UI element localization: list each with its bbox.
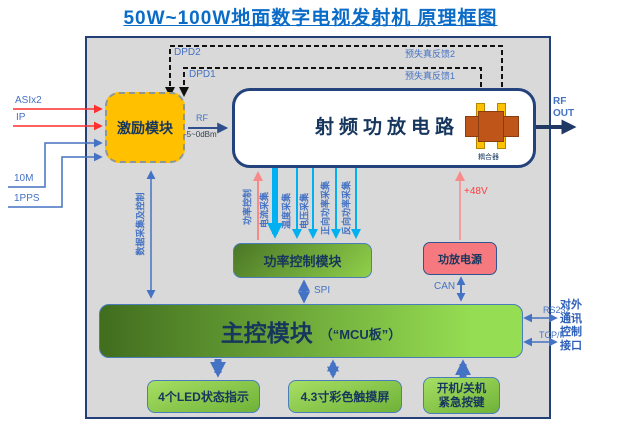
exciter-module-box: 激励模块 <box>105 92 185 163</box>
pa-power-supply-label: 功放电源 <box>438 253 482 266</box>
dpd1-label: DPD1 <box>189 69 216 80</box>
dpd2-label: DPD2 <box>174 47 201 58</box>
rf-out-label: RF OUT <box>553 96 574 120</box>
10m-label: 10M <box>14 173 34 184</box>
led-status-label: 4个LED状态指示 <box>158 389 249 404</box>
temperature-sample-label: 温度采集 <box>281 192 292 230</box>
ip-label: IP <box>16 112 26 123</box>
power-key-line2: 紧急按键 <box>438 396 485 409</box>
tcpip-label: TCP/IP <box>539 330 569 340</box>
coupler-label: 耦合器 <box>478 154 499 161</box>
rf-out-line1: RF <box>553 96 567 107</box>
rf-drive-label: RF <box>196 113 208 123</box>
forward-power-sample-label: 正向功率采集 <box>320 180 331 236</box>
data-acquisition-bus-label: 数据采集及控制 <box>135 192 146 256</box>
page-title: 50W~100W地面数字电视发射机 原理框图 <box>123 8 498 29</box>
mcu-title: 主控模块 <box>220 320 313 346</box>
predistortion-feedback2-label: 预失真反馈2 <box>405 49 456 59</box>
spi-label: SPI <box>314 285 331 296</box>
external-comm-interface-label: 对外通讯控制接口 <box>560 299 582 352</box>
power-key-box: 开机/关机 紧急按键 <box>423 377 500 414</box>
predistortion-feedback1-label: 预失真反馈1 <box>405 71 456 81</box>
voltage-sample-label: 电压采集 <box>299 192 310 230</box>
1pps-label: 1PPS <box>14 193 40 204</box>
mcu-main-board-box: 主控模块 （“MCU板”） <box>99 304 523 358</box>
rf-out-line2: OUT <box>553 108 575 119</box>
current-sample-label: 电流采集 <box>259 191 270 229</box>
touchscreen-label: 4.3寸彩色触摸屏 <box>300 389 390 404</box>
rs232-label: RS232 <box>543 305 571 315</box>
48v-rail-label: +48V <box>464 186 488 197</box>
mcu-subtitle: （“MCU板”） <box>319 326 402 342</box>
power-key-line1: 开机/关机 <box>436 382 487 395</box>
pa-power-supply-box: 功放电源 <box>423 242 497 275</box>
exciter-module-label: 激励模块 <box>117 119 173 136</box>
touchscreen-box: 4.3寸彩色触摸屏 <box>288 380 402 413</box>
power-key-label: 开机/关机 紧急按键 <box>437 382 486 410</box>
power-control-module-box: 功率控制模块 <box>233 243 372 278</box>
power-control-module-label: 功率控制模块 <box>263 254 342 269</box>
power-control-signal-label: 功率控制 <box>242 188 253 226</box>
reverse-power-sample-label: 反向功率采集 <box>341 180 352 236</box>
asix2-label: ASIx2 <box>15 95 42 106</box>
led-status-box: 4个LED状态指示 <box>147 380 260 413</box>
rf-drive-level-label: -5~0dBm <box>184 130 217 139</box>
can-label: CAN <box>434 281 456 292</box>
rf-power-amp-title: 射频功放电路 <box>314 117 459 138</box>
coupler-center-block <box>478 111 504 142</box>
